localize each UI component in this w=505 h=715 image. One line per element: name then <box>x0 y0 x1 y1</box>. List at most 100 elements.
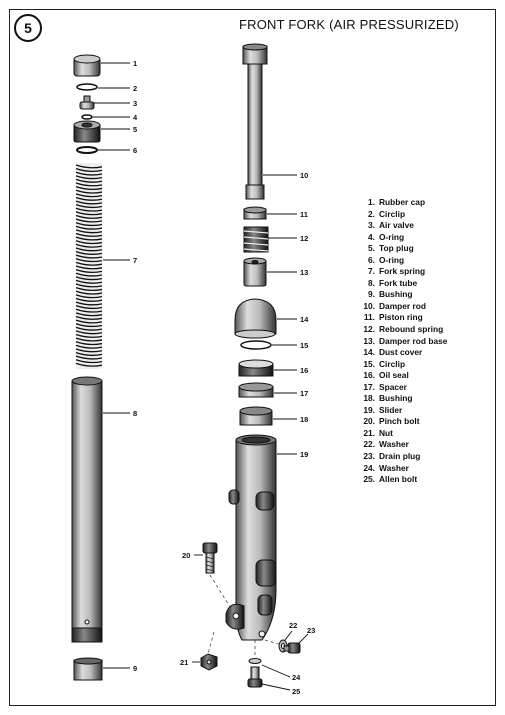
part-washer-bolt <box>248 658 262 664</box>
legend-item-number: 8. <box>368 277 375 288</box>
part-o-ring-small <box>81 114 93 120</box>
legend-item: 18. Bushing <box>362 393 447 405</box>
legend-item: 8. Fork tube <box>362 278 447 290</box>
legend-item: 23. Drain plug <box>362 451 447 463</box>
callout-2: 2 <box>133 84 137 93</box>
legend-item-label: Washer <box>379 462 409 473</box>
legend-item-label: Bushing <box>379 289 413 300</box>
legend-item: 3. Air valve <box>362 220 447 232</box>
legend-item-label: O-ring <box>379 254 405 265</box>
legend-item-label: Bushing <box>379 393 413 404</box>
legend-item-label: Damper rod base <box>379 335 448 346</box>
legend-item-label: Washer <box>379 439 409 450</box>
legend-item-number: 22. <box>363 439 375 450</box>
part-fork-tube <box>71 376 103 643</box>
callout-20: 20 <box>182 551 190 560</box>
part-spacer <box>238 382 274 398</box>
legend-item-label: Rebound spring <box>379 324 444 335</box>
legend-item-number: 9. <box>368 289 375 300</box>
part-oil-seal <box>238 359 274 377</box>
legend-item: 16. Oil seal <box>362 370 447 382</box>
part-circlip-upper <box>76 83 98 91</box>
callout-3: 3 <box>133 99 137 108</box>
legend-item-number: 10. <box>363 300 375 311</box>
part-air-valve <box>79 95 95 110</box>
callout-15: 15 <box>300 341 308 350</box>
callout-24: 24 <box>292 673 301 682</box>
legend-item-label: Allen bolt <box>379 474 418 485</box>
legend-item-number: 7. <box>368 266 375 277</box>
leader-lines <box>93 62 309 691</box>
callout-12: 12 <box>300 234 308 243</box>
legend-item-label: Pinch bolt <box>379 416 420 427</box>
callout-8: 8 <box>133 409 137 418</box>
legend-item-number: 3. <box>368 220 375 231</box>
legend-item-label: O-ring <box>379 231 405 242</box>
callout-11: 11 <box>300 210 308 219</box>
legend-item-label: Nut <box>379 427 393 438</box>
legend-item: 19.Slider <box>362 405 447 417</box>
legend-item-number: 25. <box>363 474 375 485</box>
callout-5: 5 <box>133 125 137 134</box>
callout-22: 22 <box>289 621 297 630</box>
part-fork-spring <box>75 163 103 369</box>
legend-item-number: 23. <box>363 451 375 462</box>
legend-item-label: Dust cover <box>379 347 423 358</box>
part-rubber-cap <box>73 54 101 77</box>
legend-item: 7.Fork spring <box>362 266 447 278</box>
legend-item-label: Top plug <box>379 243 414 254</box>
callout-7: 7 <box>133 256 137 265</box>
callout-1: 1 <box>133 59 137 68</box>
legend-item: 22. Washer <box>362 439 447 451</box>
legend-item: 24. Washer <box>362 463 447 475</box>
callout-13: 13 <box>300 268 308 277</box>
legend-item-label: Air valve <box>379 220 414 231</box>
legend-item-number: 15. <box>363 358 375 369</box>
legend-item: 25. Allen bolt <box>362 474 447 486</box>
legend-item-label: Oil seal <box>379 370 409 381</box>
page-border <box>9 9 496 706</box>
legend-item-number: 21. <box>363 427 375 438</box>
legend-item-number: 19. <box>363 404 375 415</box>
legend-item: 21. Nut <box>362 428 447 440</box>
part-bushing-upper <box>239 406 273 426</box>
legend-item-number: 11. <box>363 312 375 323</box>
legend-item-number: 18. <box>363 393 375 404</box>
legend-item-number: 17. <box>363 381 375 392</box>
legend-item: 17.Spacer <box>362 382 447 394</box>
legend-item: 12.Rebound spring <box>362 324 447 336</box>
legend-item: 11.Piston ring <box>362 312 447 324</box>
part-circlip-lower <box>240 340 272 350</box>
part-damper-rod <box>242 43 268 200</box>
legend-item: 10.Damper rod <box>362 301 447 313</box>
legend-item-label: Drain plug <box>379 451 421 462</box>
legend-item-number: 13. <box>363 335 375 346</box>
part-nut <box>200 653 218 671</box>
assembly-guide-lines <box>207 574 283 658</box>
legend-item: 4.O-ring <box>362 232 447 244</box>
legend-item-number: 6. <box>368 254 375 265</box>
legend-item: 2.Circlip <box>362 209 447 221</box>
legend-item-number: 16. <box>363 370 375 381</box>
part-slider <box>225 434 277 641</box>
legend-item: 6. O-ring <box>362 255 447 267</box>
callout-6: 6 <box>133 146 137 155</box>
part-pinch-bolt <box>202 542 218 574</box>
legend-item-label: Fork tube <box>379 277 418 288</box>
legend-item-label: Circlip <box>379 208 406 219</box>
callout-17: 17 <box>300 389 308 398</box>
legend-item: 15.Circlip <box>362 359 447 371</box>
callout-16: 16 <box>300 366 308 375</box>
part-allen-bolt <box>247 666 263 688</box>
callout-14: 14 <box>300 315 309 324</box>
legend-item: 9. Bushing <box>362 289 447 301</box>
legend-item-number: 24. <box>363 462 375 473</box>
part-piston-ring <box>243 206 267 220</box>
part-dust-cover <box>234 298 277 339</box>
callout-21: 21 <box>180 658 188 667</box>
legend-item: 1.Rubber cap <box>362 197 447 209</box>
callout-4: 4 <box>133 113 138 122</box>
part-bushing-lower <box>73 657 103 681</box>
